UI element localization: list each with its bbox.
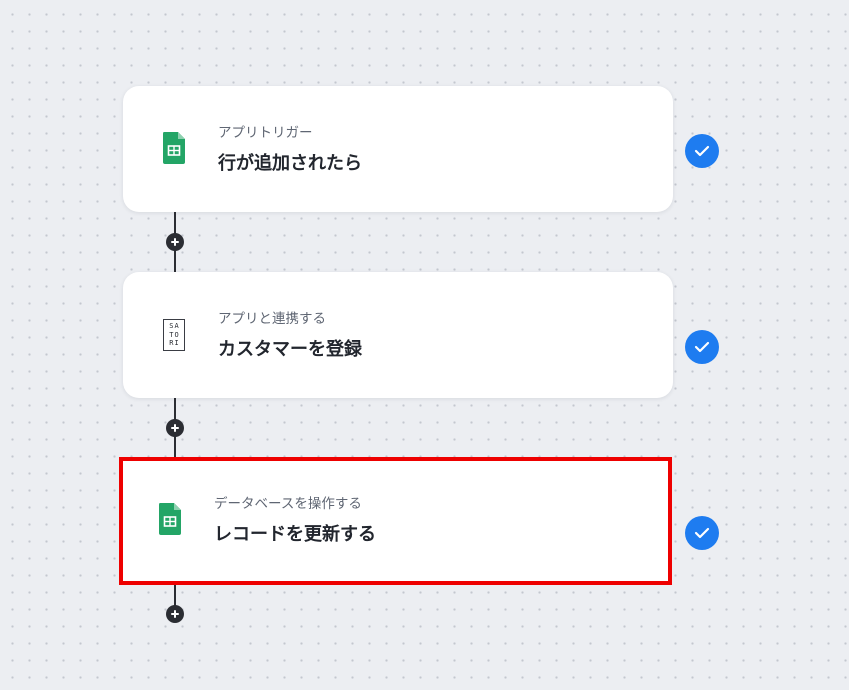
logo-line: TO: [169, 330, 180, 339]
google-sheets-icon: [161, 131, 187, 165]
logo-line: RI: [169, 339, 180, 348]
logo-line: SA: [169, 322, 180, 331]
step-title: レコードを更新する: [214, 524, 376, 545]
satori-logo-icon: SA TO RI: [163, 319, 189, 353]
step-title: 行が追加されたら: [218, 153, 362, 174]
step-complete-check-icon: [685, 516, 719, 550]
add-step-plus-icon[interactable]: [166, 605, 184, 623]
flow-step-card-trigger[interactable]: アプリトリガー 行が追加されたら: [123, 86, 673, 212]
flow-step-card-satori[interactable]: SA TO RI アプリと連携する カスタマーを登録: [123, 272, 673, 398]
flow-connector-line: [174, 585, 176, 619]
step-complete-check-icon: [685, 134, 719, 168]
add-step-plus-icon[interactable]: [166, 419, 184, 437]
add-step-plus-icon[interactable]: [166, 233, 184, 251]
step-type-label: アプリと連携する: [218, 311, 326, 327]
flow-step-card-database[interactable]: データベースを操作する レコードを更新する: [119, 457, 672, 585]
step-type-label: データベースを操作する: [214, 496, 362, 512]
step-type-label: アプリトリガー: [218, 125, 313, 141]
step-title: カスタマーを登録: [218, 339, 362, 360]
step-complete-check-icon: [685, 330, 719, 364]
google-sheets-icon: [157, 502, 183, 536]
